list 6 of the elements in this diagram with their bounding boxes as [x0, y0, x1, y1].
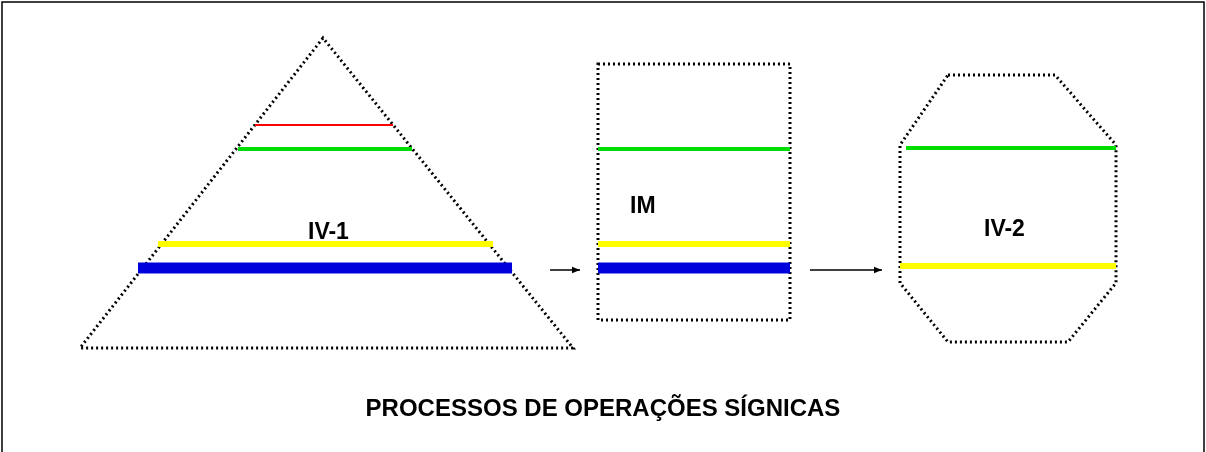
arrow [809, 266, 883, 274]
shape-label: IV-1 [308, 218, 349, 245]
arrow [549, 266, 581, 274]
shape-label: IM [630, 192, 656, 219]
shape-label: IV-2 [984, 215, 1025, 242]
caption: PROCESSOS DE OPERAÇÕES SÍGNICAS [365, 394, 841, 421]
